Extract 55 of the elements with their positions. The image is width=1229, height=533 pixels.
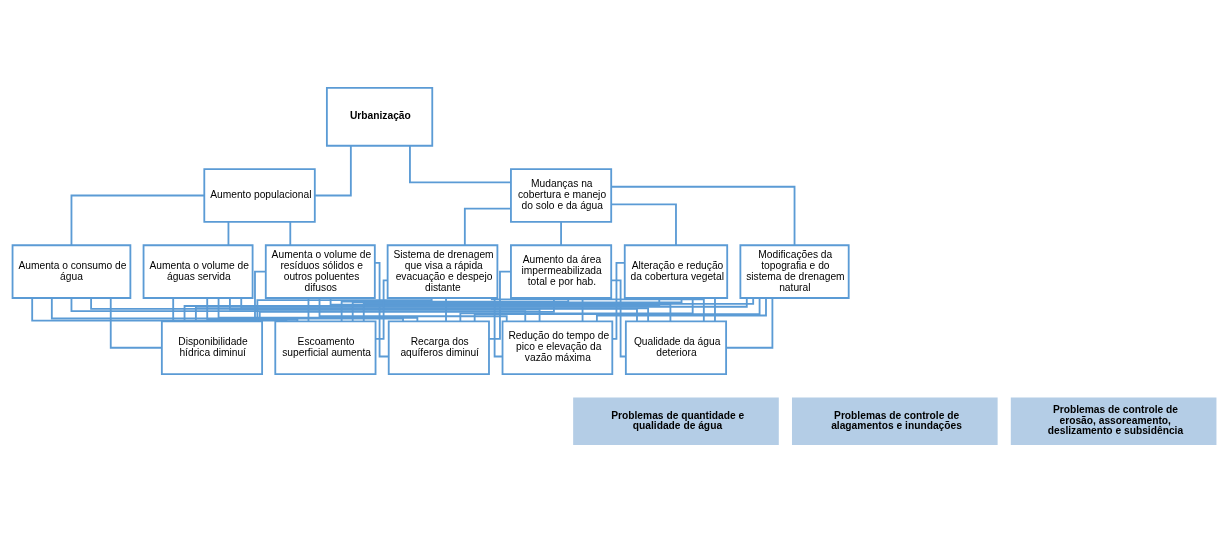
node-box: Problemas de controle de erosão, assoreamento, deslizamento e subsidência bbox=[1010, 397, 1217, 446]
connector bbox=[595, 297, 767, 323]
connector bbox=[725, 297, 774, 349]
connector bbox=[409, 144, 512, 184]
connector bbox=[70, 194, 206, 247]
node-box: Problemas de quantidade e qualidade de água bbox=[573, 397, 779, 446]
connector bbox=[610, 279, 627, 358]
connector bbox=[445, 297, 447, 323]
connector bbox=[374, 261, 390, 358]
connector bbox=[340, 297, 570, 323]
node-box: Disponibilidade hídrica diminuí bbox=[160, 320, 264, 375]
connector bbox=[490, 297, 705, 323]
node-box: Aumenta o volume de águas servida bbox=[142, 244, 254, 299]
connector bbox=[581, 297, 584, 323]
node-box: Sistema de drenagem que visa a rápida evacuação e despejo distante bbox=[386, 244, 499, 299]
connector bbox=[488, 270, 512, 340]
connector bbox=[463, 207, 512, 246]
connector bbox=[50, 297, 404, 323]
node-box: Aumenta o consumo de água bbox=[11, 244, 132, 299]
node-box: Urbanização bbox=[325, 87, 434, 147]
node-box: Aumenta o volume de resíduos sólidos e outros poluentes difusos bbox=[264, 244, 376, 299]
connector bbox=[362, 297, 755, 323]
node-box: Recarga dos aquíferos diminuí bbox=[387, 320, 490, 375]
connector bbox=[493, 297, 504, 358]
connector bbox=[560, 221, 562, 247]
connector bbox=[70, 297, 527, 323]
node-box: Escoamento superficial aumenta bbox=[274, 320, 377, 375]
connector bbox=[206, 297, 299, 323]
connector bbox=[611, 261, 626, 340]
connector bbox=[31, 297, 288, 323]
connector bbox=[314, 145, 352, 197]
connector bbox=[194, 297, 748, 323]
connector bbox=[473, 297, 761, 323]
node-box: Modificações da topografia e do sistema de drenagem natural bbox=[739, 244, 850, 299]
connector bbox=[227, 221, 230, 247]
connector bbox=[109, 297, 163, 349]
connector bbox=[459, 297, 694, 323]
connector bbox=[256, 297, 433, 323]
node-box: Aumento populacional bbox=[203, 168, 316, 223]
connector bbox=[217, 297, 419, 323]
node-box: Redução do tempo de pico e elevação da vazão máxima bbox=[501, 320, 614, 375]
connector bbox=[289, 221, 292, 247]
node-box: Mudanças na cobertura e manejo do solo e da água bbox=[510, 168, 613, 223]
node-box: Aumento da área impermeabilizada total e por hab. bbox=[510, 244, 613, 299]
node-box: Qualidade da água deteriora bbox=[624, 320, 728, 375]
connector bbox=[714, 297, 716, 323]
node-box: Alteração e redução da cobertura vegetal bbox=[623, 244, 729, 299]
connector bbox=[307, 297, 310, 323]
connector bbox=[318, 297, 508, 323]
connector bbox=[90, 297, 638, 323]
connector bbox=[610, 203, 677, 247]
connector bbox=[610, 185, 796, 247]
node-box: Problemas de controle de alagamentos e inundações bbox=[791, 397, 998, 446]
connector bbox=[172, 297, 175, 323]
connector bbox=[374, 279, 389, 340]
